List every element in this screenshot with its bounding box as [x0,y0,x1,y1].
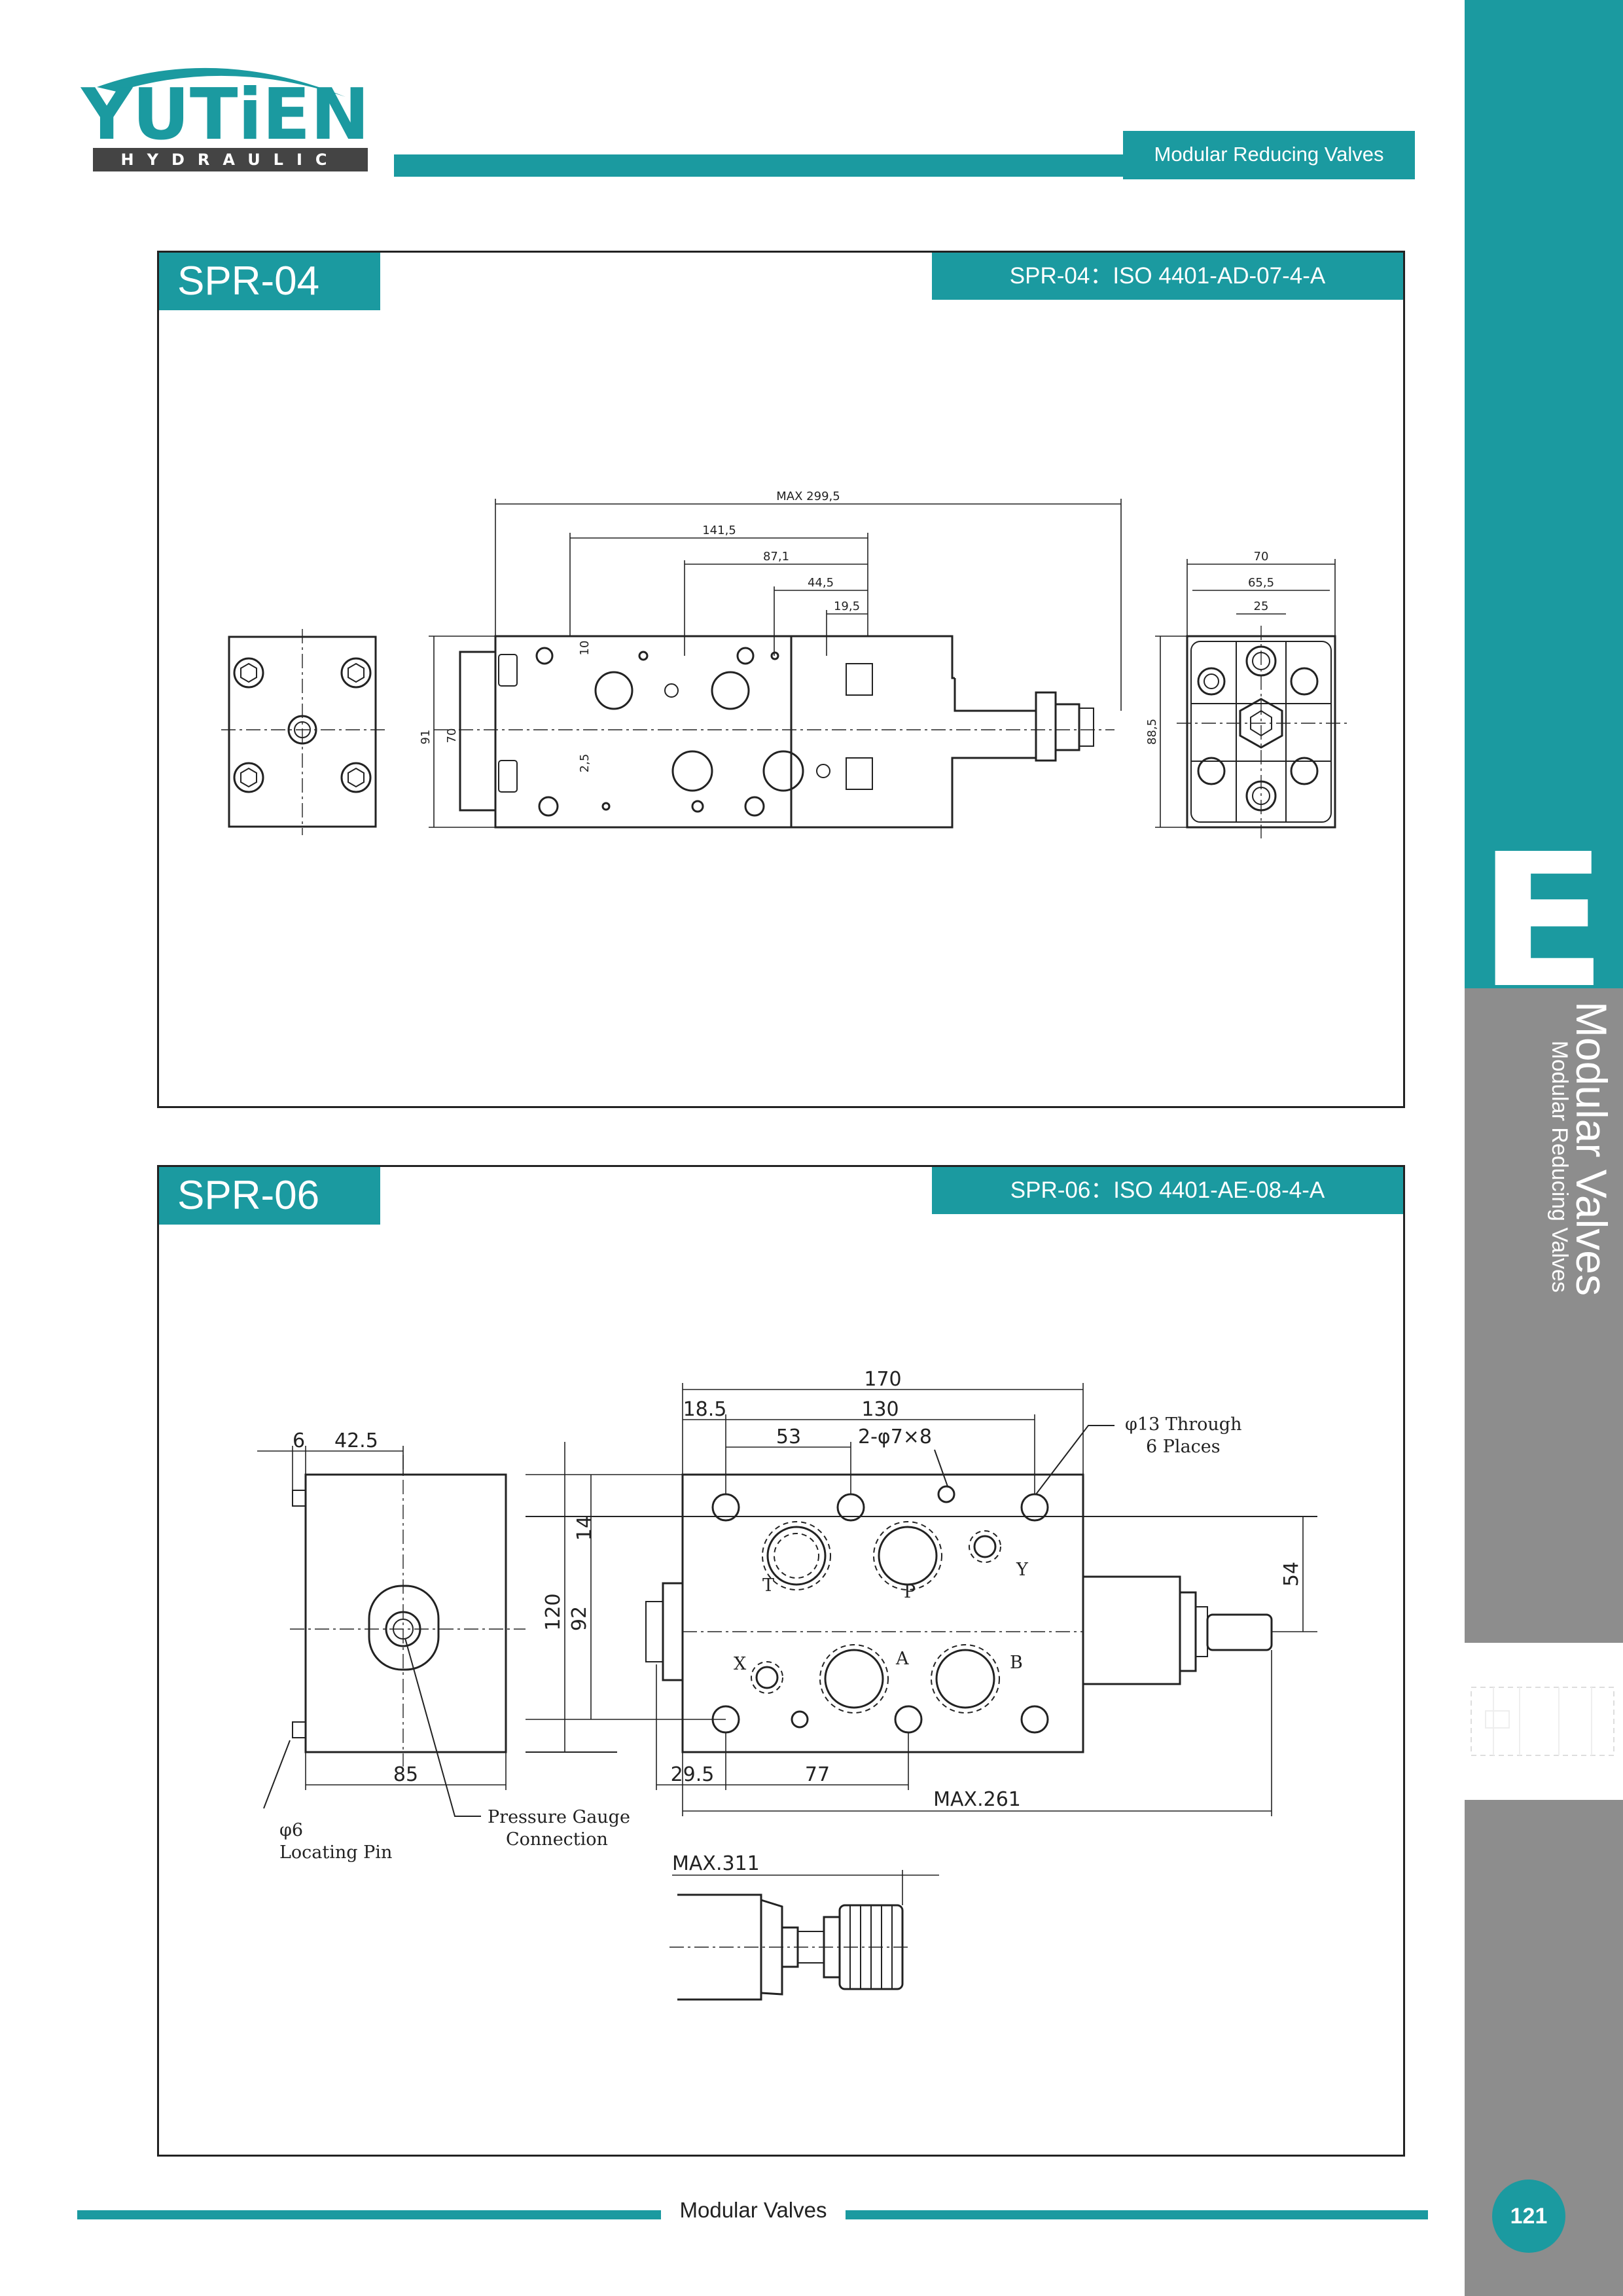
section-tag: Modular Reducing Valves [1123,131,1415,179]
dim-10: 10 [578,641,592,656]
dimensions-spr-04: MAX 299,5 141,5 87,1 44,5 19,5 91 70 10 … [419,490,1336,828]
dim-87-1: 87,1 [763,550,789,564]
dim-88-5: 88,5 [1145,719,1159,745]
port-x-label: X [734,1654,747,1674]
dim-141-5: 141,5 [702,524,736,537]
side-view-main [434,635,1115,829]
panel-spr-06: SPR-06 SPR-06：ISO 4401-AE-08-4-A [157,1165,1405,2157]
brand-logo: YUTiEN HYDRAULIC [80,67,370,171]
dim-29-5: 29.5 [671,1763,715,1786]
port-p-label: P [904,1582,916,1602]
note-gauge-2: Connection [506,1829,608,1850]
page-number: 121 [1492,2179,1565,2253]
port-t-label: T [762,1575,774,1596]
side-view-main: T P Y X A B [526,1425,1317,1753]
drawing-spr-06: T P Y X A B 170 [257,1368,1317,2001]
note-pin-1: φ6 [279,1820,303,1840]
note-through-1: φ13 Through [1125,1414,1241,1435]
footer-rule-left [77,2210,661,2219]
dim-42-5: 42.5 [334,1429,378,1452]
dim-max-261: MAX.261 [933,1788,1021,1811]
dim-170: 170 [864,1368,901,1391]
note-pin-2: Locating Pin [279,1842,392,1863]
dim-max-311: MAX.311 [672,1852,760,1875]
note-gauge-1: Pressure Gauge [488,1807,630,1827]
model-title: SPR-04 [159,253,380,310]
dim-19-5: 19,5 [834,600,860,613]
dim-92: 92 [568,1606,591,1631]
iso-standard: SPR-06：ISO 4401-AE-08-4-A [932,1167,1403,1214]
dim-77: 77 [805,1763,830,1786]
note-through-2: 6 Places [1146,1437,1221,1457]
port-a-label: A [895,1649,909,1669]
dim-70-width: 70 [1254,550,1269,564]
dim-18-5: 18.5 [683,1398,727,1421]
dim-6: 6 [293,1429,305,1452]
drawing-spr-04: MAX 299,5 141,5 87,1 44,5 19,5 91 70 10 … [221,490,1347,838]
port-b-label: B [1010,1653,1023,1673]
footer-label: Modular Valves [679,2198,827,2222]
panel-spr-04: SPR-04 SPR-04：ISO 4401-AD-07-4-A [157,251,1405,1108]
dim-65-5: 65,5 [1248,576,1274,590]
dim-max-length: MAX 299,5 [776,490,840,503]
brand-subtitle: HYDRAULIC [120,151,340,169]
side-band-grey [1465,988,1623,1643]
dim-70: 70 [445,728,459,744]
dim-2-5: 2,5 [578,754,592,773]
dim-holes: 2-φ7×8 [858,1426,932,1448]
iso-standard: SPR-04：ISO 4401-AD-07-4-A [932,253,1403,300]
footer-rule-right [846,2210,1428,2219]
section-letter-text: E [1478,851,1607,988]
dim-14: 14 [573,1516,596,1541]
end-view-left [263,1455,526,1817]
side-title: Modular Valves Modular Reducing Valves [1505,1001,1623,1590]
side-title-sub: Modular Reducing Valves [1547,1041,1572,1293]
port-y-label: Y [1016,1560,1029,1580]
dimensions-spr-06: 170 18.5 130 53 2-φ7×8 6 42.5 14 120 92 … [257,1368,1317,1905]
dim-44-5: 44,5 [808,576,834,590]
dim-54: 54 [1280,1562,1303,1587]
side-band-teal [1465,0,1623,988]
dim-120: 120 [542,1593,565,1630]
brand-name: YUTiEN [80,74,370,156]
section-letter: E [1478,851,1607,988]
end-view-left [221,629,385,835]
detail-view-knob [669,1893,912,2001]
side-title-main: Modular Valves [1567,1001,1616,1296]
hydraulic-symbol-icon [1471,1687,1614,1756]
dim-130: 130 [861,1398,899,1421]
dim-25: 25 [1254,600,1269,613]
dim-85: 85 [393,1763,418,1786]
end-view-right [1177,626,1347,838]
model-title: SPR-06 [159,1167,380,1225]
dim-53: 53 [776,1426,801,1448]
dim-91: 91 [419,730,433,745]
